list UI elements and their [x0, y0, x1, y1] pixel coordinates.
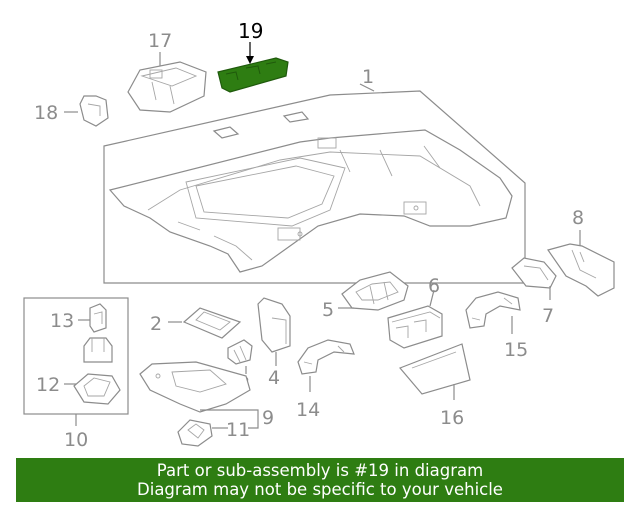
callout-13[interactable]: 13	[50, 310, 74, 332]
callout-5[interactable]: 5	[322, 299, 334, 321]
banner-line-2: Diagram may not be specific to your vehi…	[137, 480, 503, 499]
callout-4[interactable]: 4	[268, 367, 280, 389]
callout-17[interactable]: 17	[148, 30, 172, 52]
part-1-headliner[interactable]	[103, 90, 526, 284]
part-11-clip[interactable]	[177, 419, 213, 447]
leader-19-arrow	[246, 56, 254, 64]
leader-9	[200, 409, 259, 429]
headliner-patch-left	[212, 126, 240, 139]
callout-6[interactable]: 6	[428, 275, 440, 297]
callout-16[interactable]: 16	[440, 407, 464, 429]
part-3-clip[interactable]	[227, 339, 253, 365]
callout-12[interactable]: 12	[36, 374, 60, 396]
info-banner: Part or sub-assembly is #19 in diagram D…	[16, 458, 624, 502]
part-12-cover[interactable]	[73, 373, 121, 405]
callout-14[interactable]: 14	[296, 399, 320, 421]
leader-6	[429, 289, 435, 307]
part-10-holder[interactable]	[83, 337, 113, 363]
part-14-handle[interactable]	[297, 339, 355, 375]
part-15-handle[interactable]	[465, 291, 521, 329]
banner-line-1: Part or sub-assembly is #19 in diagram	[156, 461, 484, 480]
part-2-pad[interactable]	[182, 307, 242, 339]
part-18-clip[interactable]	[79, 95, 109, 127]
part-16-pad[interactable]	[398, 343, 471, 395]
part-8-bracket[interactable]	[547, 243, 615, 297]
callout-15[interactable]: 15	[504, 339, 528, 361]
part-17-console[interactable]	[127, 61, 207, 113]
part-9-sunvisor[interactable]	[139, 361, 251, 413]
part-5-lamp[interactable]	[341, 271, 409, 311]
callout-8[interactable]: 8	[572, 207, 584, 229]
callout-2[interactable]: 2	[150, 313, 162, 335]
callout-1[interactable]: 1	[362, 66, 374, 88]
leader-1	[359, 83, 375, 92]
callout-9[interactable]: 9	[262, 407, 274, 429]
part-19-highlighted[interactable]	[217, 57, 289, 93]
callout-11[interactable]: 11	[226, 419, 250, 441]
callout-18[interactable]: 18	[34, 102, 58, 124]
part-13-clip[interactable]	[89, 303, 107, 333]
callout-10[interactable]: 10	[64, 429, 88, 451]
part-6-module[interactable]	[387, 305, 443, 349]
part-4-bracket[interactable]	[257, 297, 291, 353]
callout-19[interactable]: 19	[238, 19, 263, 43]
part-7-clip[interactable]	[511, 257, 557, 289]
headliner-patch-right	[282, 111, 310, 123]
callout-7[interactable]: 7	[542, 305, 554, 327]
